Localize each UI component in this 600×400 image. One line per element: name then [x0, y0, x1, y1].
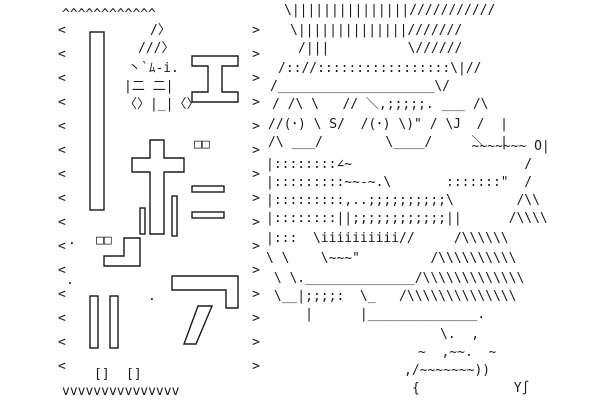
- bracket-glyph-2: []: [126, 367, 142, 382]
- svg-text:<: <: [58, 167, 66, 182]
- svg-text:<: <: [58, 95, 66, 110]
- kanji-fragment-3: 〈〉|_|〈〉: [124, 97, 199, 112]
- dash-2: [191, 211, 225, 219]
- double-box-glyph-2: □□: [96, 233, 112, 248]
- svg-text:>: >: [252, 335, 260, 350]
- svg-text:>: >: [252, 263, 260, 278]
- svg-text:>: >: [252, 167, 260, 182]
- svg-text:>: >: [252, 287, 260, 302]
- svg-text:<: <: [58, 143, 66, 158]
- dash-1: [191, 185, 225, 193]
- bar-right-1: [171, 195, 178, 237]
- svg-text:>: >: [252, 215, 260, 230]
- left-angle-border: < < < < < < < < < < < < < < <: [58, 23, 66, 374]
- cheek-line-4: |::::::::||;;;;;;;;;;;;|| /\\\\: [266, 211, 548, 226]
- svg-text:<: <: [58, 191, 66, 206]
- svg-text:<: <: [58, 71, 66, 86]
- hair-line-5: /____________________\/: [270, 79, 450, 94]
- left-art-panel: ^^^^^^^^^^^^ vvvvvvvvvvvvvvv < < < < < <…: [58, 7, 260, 399]
- svg-text:<: <: [58, 119, 66, 134]
- svg-text:>: >: [252, 95, 260, 110]
- svg-text:<: <: [58, 23, 66, 38]
- collar-line: | |______________.: [266, 307, 485, 322]
- eye-line: //(･) \ S/ /(･) \)" / \J / |: [268, 117, 508, 132]
- float-mark-1: \. ,: [440, 327, 479, 342]
- svg-text:<: <: [58, 335, 66, 350]
- float-mark-2: ~ ,~~. ~: [418, 345, 496, 360]
- svg-text:>: >: [252, 191, 260, 206]
- svg-text:<: <: [58, 47, 66, 62]
- svg-text:<: <: [58, 263, 66, 278]
- neck-line: \__|;;;;: \_ /\\\\\\\\\\\\\\: [266, 289, 516, 304]
- svg-text:>: >: [252, 239, 260, 254]
- slash-cluster: /〉: [150, 23, 171, 38]
- hook-shape: [171, 275, 239, 309]
- svg-text:>: >: [252, 143, 260, 158]
- kanji-fragment-2: |二 二|: [124, 79, 173, 94]
- cheek-line-1: |::::::::∠~ /: [266, 157, 532, 172]
- svg-text:>: >: [252, 311, 260, 326]
- svg-text:>: >: [252, 71, 260, 86]
- jaw-line: \ \.______________/\\\\\\\\\\\\\: [266, 271, 524, 286]
- lower-bar-2: [109, 295, 119, 349]
- chin-line: \ \ \~~~" /\\\\\\\\\\: [266, 251, 516, 266]
- bracket-glyph-1: []: [94, 367, 110, 382]
- svg-text:<: <: [58, 311, 66, 326]
- double-box-glyph: □□: [194, 137, 210, 152]
- svg-text:<: <: [58, 215, 66, 230]
- tall-bar-shape: [89, 31, 105, 211]
- svg-text:<: <: [58, 239, 66, 254]
- eye-line-2: /\ ___/ \____/ ＼ |: [268, 135, 508, 150]
- hair-line-3: /||| \//////: [298, 41, 462, 56]
- right-ascii-portrait: \|||||||||||||||/////////// \|||||||||||…: [266, 3, 550, 396]
- step-shape: [103, 237, 141, 267]
- cheek-line-2: |:::::::::~~-~.\ :::::::" /: [266, 175, 532, 190]
- float-mark-4: { Y∫: [412, 380, 529, 396]
- dot-mark: .: [68, 233, 76, 248]
- ear-line: ~~~~~~~ O|: [268, 139, 550, 154]
- cheek-line-3: |:::::::::,..;;;;;;;;;;\ /\\: [266, 193, 540, 208]
- float-mark-3: ,/~~~~~~~)): [404, 363, 490, 378]
- svg-text:<: <: [58, 287, 66, 302]
- brow-line: / /\ \ // ＼,;;;;;. ___ /\: [272, 97, 489, 112]
- svg-text:>: >: [252, 119, 260, 134]
- svg-text:<: <: [58, 359, 66, 374]
- svg-text:>: >: [252, 23, 260, 38]
- i-beam-shape: [191, 55, 239, 103]
- kanji-fragment-1: 丶`ﾑ-i.: [128, 61, 179, 76]
- mouth-line: |::: \iiiiiiiiii// /\\\\\\: [266, 231, 509, 246]
- hair-line-2: \||||||||||||||///////: [290, 23, 462, 38]
- svg-text:>: >: [252, 47, 260, 62]
- top-caret-border: ^^^^^^^^^^^^: [62, 7, 156, 22]
- bottom-v-border: vvvvvvvvvvvvvvv: [62, 384, 180, 399]
- dot-mark-3: .: [66, 273, 74, 288]
- bar-left-1: [139, 207, 146, 235]
- cross-shape: [131, 139, 185, 235]
- hook-slant: [182, 305, 214, 345]
- hair-line-4: /:://:::::::::::::::::\|//: [278, 61, 482, 76]
- lower-bar-1: [89, 295, 99, 349]
- right-angle-border: > > > > > > > > > > > > > > >: [252, 23, 260, 374]
- hair-line-1: \|||||||||||||||///////////: [284, 3, 495, 18]
- svg-text:>: >: [252, 359, 260, 374]
- dot-mark-2: .: [148, 289, 156, 304]
- slash-cluster-2: ///〉: [138, 41, 174, 56]
